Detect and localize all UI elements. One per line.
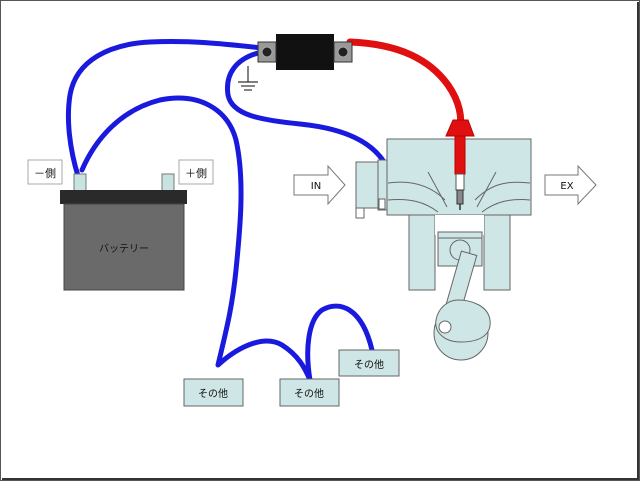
spark-plug	[445, 119, 475, 210]
ignition-coil	[257, 34, 353, 70]
right-arrow-icon	[293, 164, 346, 206]
other-load-label-3: その他	[354, 358, 384, 371]
other-load-box-3: その他	[338, 349, 400, 377]
hv-wire-coil-to-plug	[346, 38, 465, 132]
wire-coil-to-engine	[224, 49, 387, 165]
ground-wires	[65, 38, 387, 383]
exhaust-label: EX	[560, 181, 573, 192]
cylinder-block	[408, 214, 436, 291]
ground-symbol-icon	[238, 66, 258, 91]
other-load-box-1: その他	[183, 378, 244, 407]
other-load-label-1: その他	[198, 387, 228, 400]
intake-arrow: IN	[293, 164, 346, 206]
positive-terminal-label-box: ＋側	[178, 159, 214, 185]
negative-terminal-label: －側	[34, 167, 56, 180]
positive-terminal-label: ＋側	[185, 167, 207, 180]
battery: バッテリー	[60, 173, 187, 291]
other-load-box-2: その他	[279, 378, 340, 407]
negative-terminal-label-box: －側	[27, 159, 63, 185]
other-load-label-2: その他	[294, 387, 324, 400]
battery-label: バッテリー	[99, 243, 149, 255]
wire-battery-to-coil	[65, 38, 265, 179]
right-arrow-icon	[544, 164, 597, 206]
intake-label: IN	[311, 181, 321, 192]
wire-to-accessories	[79, 95, 375, 383]
exhaust-arrow: EX	[544, 164, 597, 206]
